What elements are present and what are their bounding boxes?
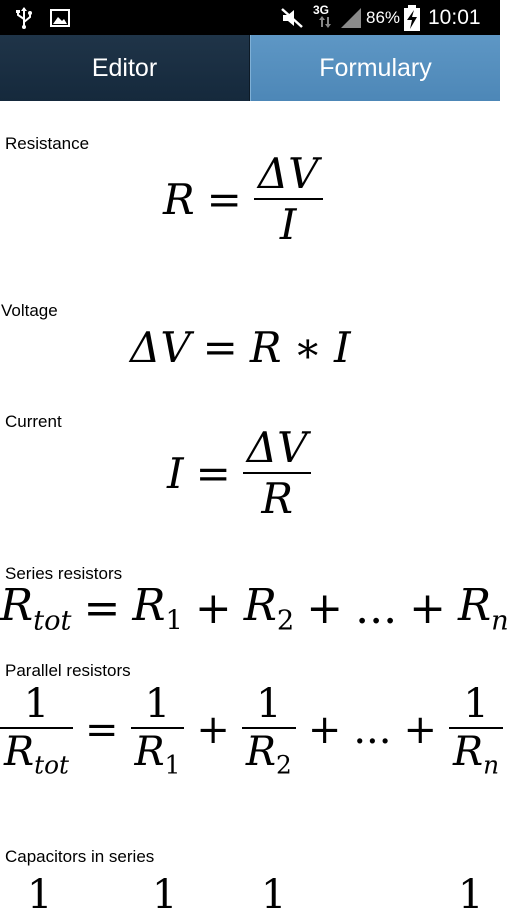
formula-term: I — [334, 323, 351, 372]
fraction: ΔV R — [242, 423, 312, 523]
formula-current: I = ΔV R — [167, 423, 312, 523]
signal-icon — [340, 0, 362, 35]
numerator: 1 — [256, 681, 282, 727]
network-type: 3G — [313, 3, 330, 17]
equals-sign: = — [84, 707, 119, 754]
formulary-list[interactable]: Resistance R = ΔV I Voltage ΔV = R ∗ I C… — [0, 101, 509, 918]
battery-charging-icon — [403, 0, 421, 35]
battery-percent: 86% — [366, 8, 401, 27]
data-arrows-icon — [318, 14, 332, 30]
plus-sign: + — [409, 582, 446, 634]
plus-sign: + — [403, 707, 438, 754]
formula-capacitors-series: 1 1 1 1 — [0, 872, 500, 918]
formula-title-voltage: Voltage — [1, 301, 58, 320]
numerator: 1 — [152, 872, 178, 918]
formula-term: R — [249, 323, 282, 372]
usb-icon — [14, 0, 34, 35]
numerator: 1 — [463, 681, 489, 727]
tab-editor-label: Editor — [91, 53, 158, 82]
numerator: ΔV — [246, 423, 308, 472]
denominator: R — [261, 474, 293, 523]
denominator: Rn — [453, 729, 500, 780]
fraction-bar — [449, 727, 504, 729]
fraction-bar — [242, 472, 312, 474]
tab-editor[interactable]: Editor — [0, 35, 250, 101]
tab-bar: Editor Formulary — [0, 35, 500, 101]
ellipsis: ... — [355, 582, 398, 634]
fraction: ΔV I — [253, 149, 323, 249]
denominator: Rtot — [4, 729, 69, 780]
fraction-bar — [0, 727, 73, 729]
denominator: I — [279, 200, 297, 249]
denominator: R2 — [245, 729, 292, 780]
plus-sign: + — [194, 582, 232, 634]
equals-sign: = — [195, 448, 231, 498]
formula-term: ΔV — [130, 323, 191, 372]
plus-sign: + — [306, 582, 344, 634]
formula-term: I — [167, 448, 184, 498]
plus-sign: + — [307, 707, 342, 754]
numerator: 1 — [27, 872, 53, 918]
fraction-bar — [253, 198, 323, 200]
formula-title-series: Series resistors — [5, 564, 123, 583]
multiply-sign: ∗ — [293, 323, 323, 372]
mute-icon — [280, 0, 304, 35]
fraction: 1 Rtot — [0, 681, 73, 780]
equals-sign: = — [83, 582, 121, 634]
formula-title-resistance: Resistance — [5, 134, 90, 153]
tab-formulary-label: Formulary — [319, 53, 432, 82]
fraction-bar — [130, 727, 185, 729]
numerator: ΔV — [257, 149, 319, 198]
formula-title-current: Current — [5, 412, 62, 431]
formula-parallel-resistors: 1 Rtot = 1 R1 + 1 R2 + ... + 1 Rn — [0, 681, 504, 780]
fraction: 1 Rn — [449, 681, 504, 780]
formula-voltage: ΔV = R ∗ I — [130, 323, 351, 372]
fraction: 1 R1 — [130, 681, 185, 780]
equals-sign: = — [202, 323, 238, 372]
formula-term: R2 — [243, 580, 295, 637]
formula-term: Rtot — [0, 580, 72, 637]
formula-term: Rn — [457, 580, 509, 637]
numerator: 1 — [458, 872, 484, 918]
formula-term: R — [163, 174, 195, 224]
numerator: 1 — [144, 681, 171, 727]
fraction-bar — [241, 727, 296, 729]
formula-series-resistors: Rtot = R1 + R2 + ... + Rn — [0, 580, 509, 637]
fraction: 1 R2 — [241, 681, 296, 780]
numerator: 1 — [261, 872, 287, 918]
clock: 10:01 — [428, 6, 481, 29]
plus-sign: + — [196, 707, 230, 754]
numerator: 1 — [23, 681, 50, 727]
formula-resistance: R = ΔV I — [163, 149, 323, 249]
formula-term: R1 — [132, 580, 183, 637]
equals-sign: = — [206, 174, 242, 224]
denominator: R1 — [134, 729, 181, 780]
tab-formulary[interactable]: Formulary — [250, 35, 500, 101]
ellipsis: ... — [353, 707, 392, 754]
image-icon — [50, 0, 70, 35]
formula-title-parallel: Parallel resistors — [5, 661, 131, 680]
status-bar: 3G 86% 10:01 — [0, 0, 500, 35]
formula-title-capacitors-series: Capacitors in series — [5, 847, 155, 866]
